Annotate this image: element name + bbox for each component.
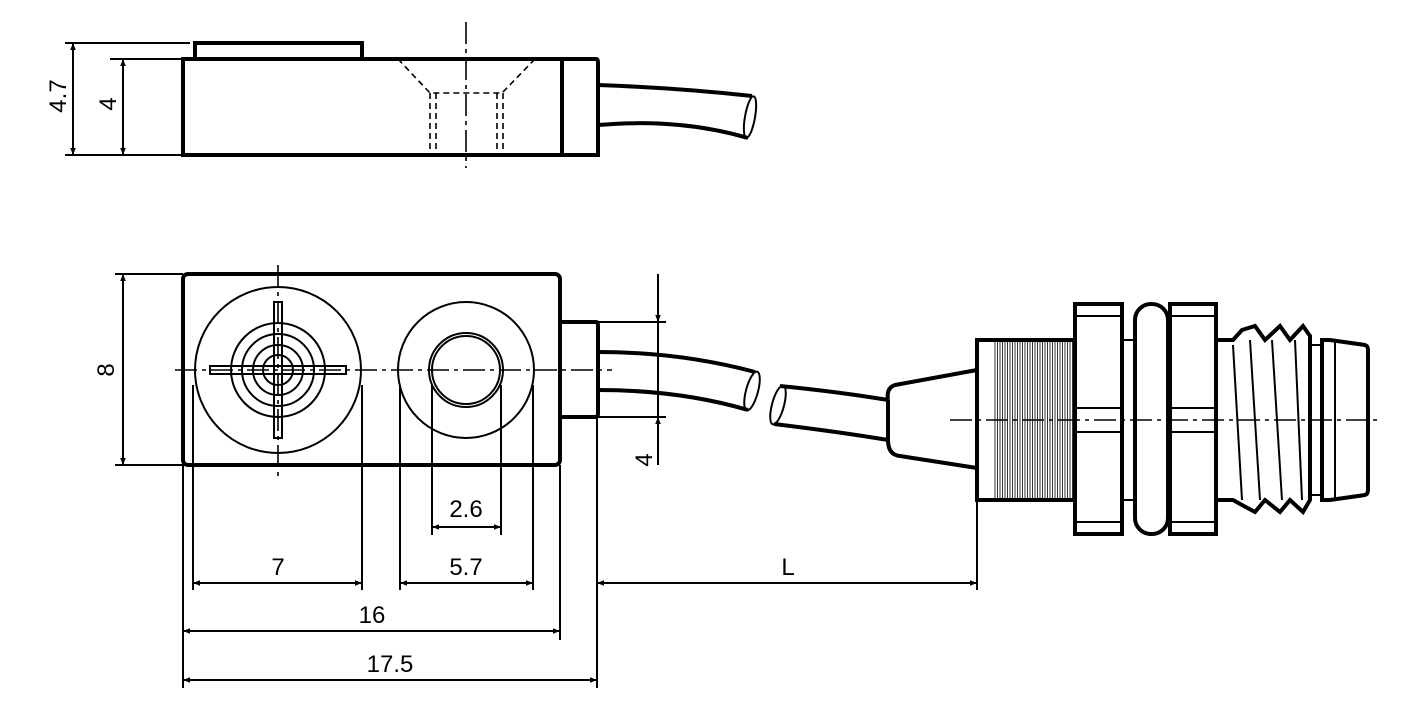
dim-4-top: 4 xyxy=(95,97,122,110)
connector xyxy=(769,302,1380,536)
dim-4-7: 4.7 xyxy=(45,79,72,112)
dim-8: 8 xyxy=(93,363,120,376)
dim-7: 7 xyxy=(271,554,284,581)
dim-2-6: 2.6 xyxy=(449,496,482,523)
dim-4-cable: 4 xyxy=(631,453,658,466)
dim-5-7: 5.7 xyxy=(449,554,482,581)
dim-16: 16 xyxy=(359,602,386,629)
dim-L: L xyxy=(781,554,794,581)
horizontal-dimensions: 2.6 7 5.7 L 16 17.5 xyxy=(183,496,977,683)
side-view: 4.7 4 xyxy=(45,22,758,168)
dim-17-5: 17.5 xyxy=(367,651,414,678)
front-view: 8 4 xyxy=(93,265,761,480)
extension-lines xyxy=(182,385,978,688)
